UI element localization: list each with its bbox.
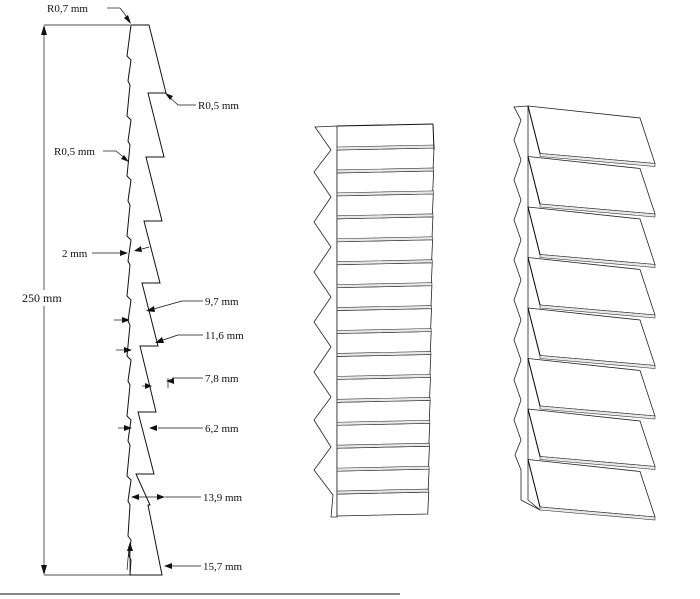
iso-right-plank [527, 358, 656, 420]
iso-left-plank [336, 305, 432, 333]
dim-radius-tooth-left: R0,5 mm [54, 146, 129, 162]
label-13-9mm: 13,9 mm [203, 492, 243, 504]
dim-11-6mm: 11,6 mm [116, 330, 244, 353]
iso-left-plank [336, 488, 430, 517]
iso-left-plank [336, 442, 430, 471]
dim-15-7mm: 15,7 mm [127, 542, 243, 575]
isometric-view-dense [313, 123, 435, 518]
iso-left-plank [336, 167, 435, 196]
label-r07: R0,7 mm [47, 3, 88, 15]
iso-right-plank [527, 105, 656, 167]
label-11-6mm: 11,6 mm [205, 330, 244, 342]
iso-left-plank [336, 465, 430, 494]
label-9-7mm: 9,7 mm [205, 296, 239, 308]
iso-left-plank [336, 236, 434, 265]
iso-left-plank [336, 419, 431, 448]
iso-right-plank [527, 408, 656, 470]
label-250mm: 250 mm [22, 291, 62, 305]
dim-9-7mm: 9,7 mm [114, 296, 239, 323]
iso-left-plank [336, 144, 435, 173]
iso-right-plank [527, 257, 656, 319]
iso-left-plank [336, 351, 432, 379]
iso-right-plank [527, 156, 656, 218]
label-2mm: 2 mm [62, 248, 88, 260]
label-r05-right: R0,5 mm [198, 100, 239, 112]
dim-radius-tooth-right: R0,5 mm [165, 93, 239, 112]
dim-radius-top: R0,7 mm [47, 3, 131, 24]
isometric-view-wide [513, 105, 656, 521]
iso-left-plank [336, 190, 434, 219]
label-r05-left: R0,5 mm [54, 146, 95, 158]
iso-left-planks [336, 144, 435, 517]
profile-outline [126, 24, 167, 576]
iso-right-plank [527, 307, 656, 369]
dim-overall-height: 250 mm [20, 24, 130, 576]
iso-right-planks [527, 105, 656, 521]
label-7-8mm: 7,8 mm [205, 373, 239, 385]
profile-section-view: 250 mm R0,7 mm R0,5 mm R0,5 mm 2 mm [20, 3, 244, 576]
dim-6-2mm: 6,2 mm [118, 423, 239, 435]
dim-13-9mm: 13,9 mm [131, 492, 243, 504]
label-15-7mm: 15,7 mm [203, 561, 243, 573]
iso-left-plank [336, 282, 433, 310]
dim-7-8mm: 7,8 mm [142, 373, 239, 389]
iso-left-plank [336, 259, 433, 288]
iso-left-plank [336, 328, 432, 356]
dim-2mm: 2 mm [62, 246, 150, 260]
iso-left-plank [336, 397, 431, 425]
label-6-2mm: 6,2 mm [205, 423, 239, 435]
iso-left-plank [336, 213, 434, 242]
iso-left-plank [336, 374, 431, 402]
iso-right-plank [527, 459, 656, 521]
iso-right-plank [527, 206, 656, 268]
